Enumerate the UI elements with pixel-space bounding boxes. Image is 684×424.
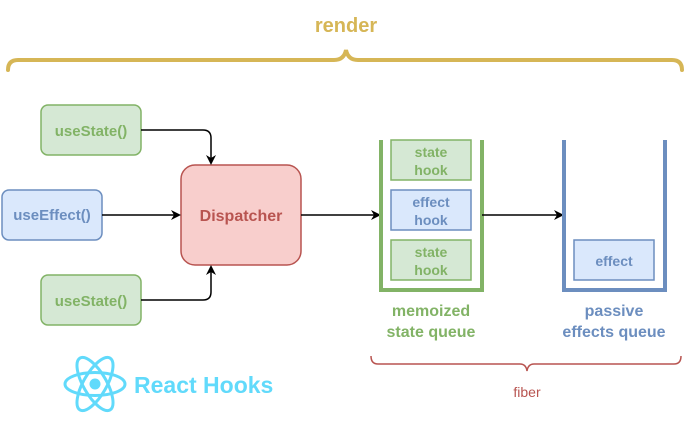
use-state-hook-bottom: useState() — [40, 274, 142, 326]
use-state-hook-top: useState() — [40, 104, 142, 156]
effects-queue-label: effects queue — [562, 324, 665, 341]
svg-text:state: state — [415, 244, 448, 260]
fiber-label: fiber — [513, 384, 541, 400]
react-hooks-title: React Hooks — [134, 372, 273, 398]
effects-queue-container — [562, 140, 667, 292]
arrow-use-state-top-to-dispatcher — [141, 129, 216, 165]
svg-text:effect: effect — [595, 253, 633, 269]
fiber-brace — [370, 355, 682, 372]
svg-text:hook: hook — [414, 212, 448, 228]
state-queue-item: state hook — [390, 139, 472, 181]
arrow-use-state-bottom-to-dispatcher — [141, 265, 216, 301]
effects-queue-label: passive — [585, 303, 644, 320]
render-brace — [6, 49, 684, 72]
svg-text:useEffect(): useEffect() — [13, 207, 91, 224]
svg-text:useState(): useState() — [55, 293, 128, 310]
svg-text:state: state — [415, 144, 448, 160]
svg-text:useState(): useState() — [55, 123, 128, 140]
svg-text:hook: hook — [414, 162, 448, 178]
state-queue-item: state hook — [390, 239, 472, 281]
use-effect-hook: useEffect() — [1, 189, 103, 241]
render-label: render — [315, 15, 377, 37]
svg-text:hook: hook — [414, 262, 448, 278]
svg-text:effect: effect — [412, 194, 450, 210]
state-queue-label: state queue — [387, 324, 476, 341]
state-queue-item: effect hook — [390, 189, 472, 231]
state-queue-label: memoized — [392, 303, 470, 320]
effects-queue-item: effect — [573, 239, 655, 281]
svg-text:Dispatcher: Dispatcher — [200, 208, 283, 225]
react-atom-icon — [63, 355, 127, 413]
dispatcher-box: Dispatcher — [180, 164, 302, 266]
